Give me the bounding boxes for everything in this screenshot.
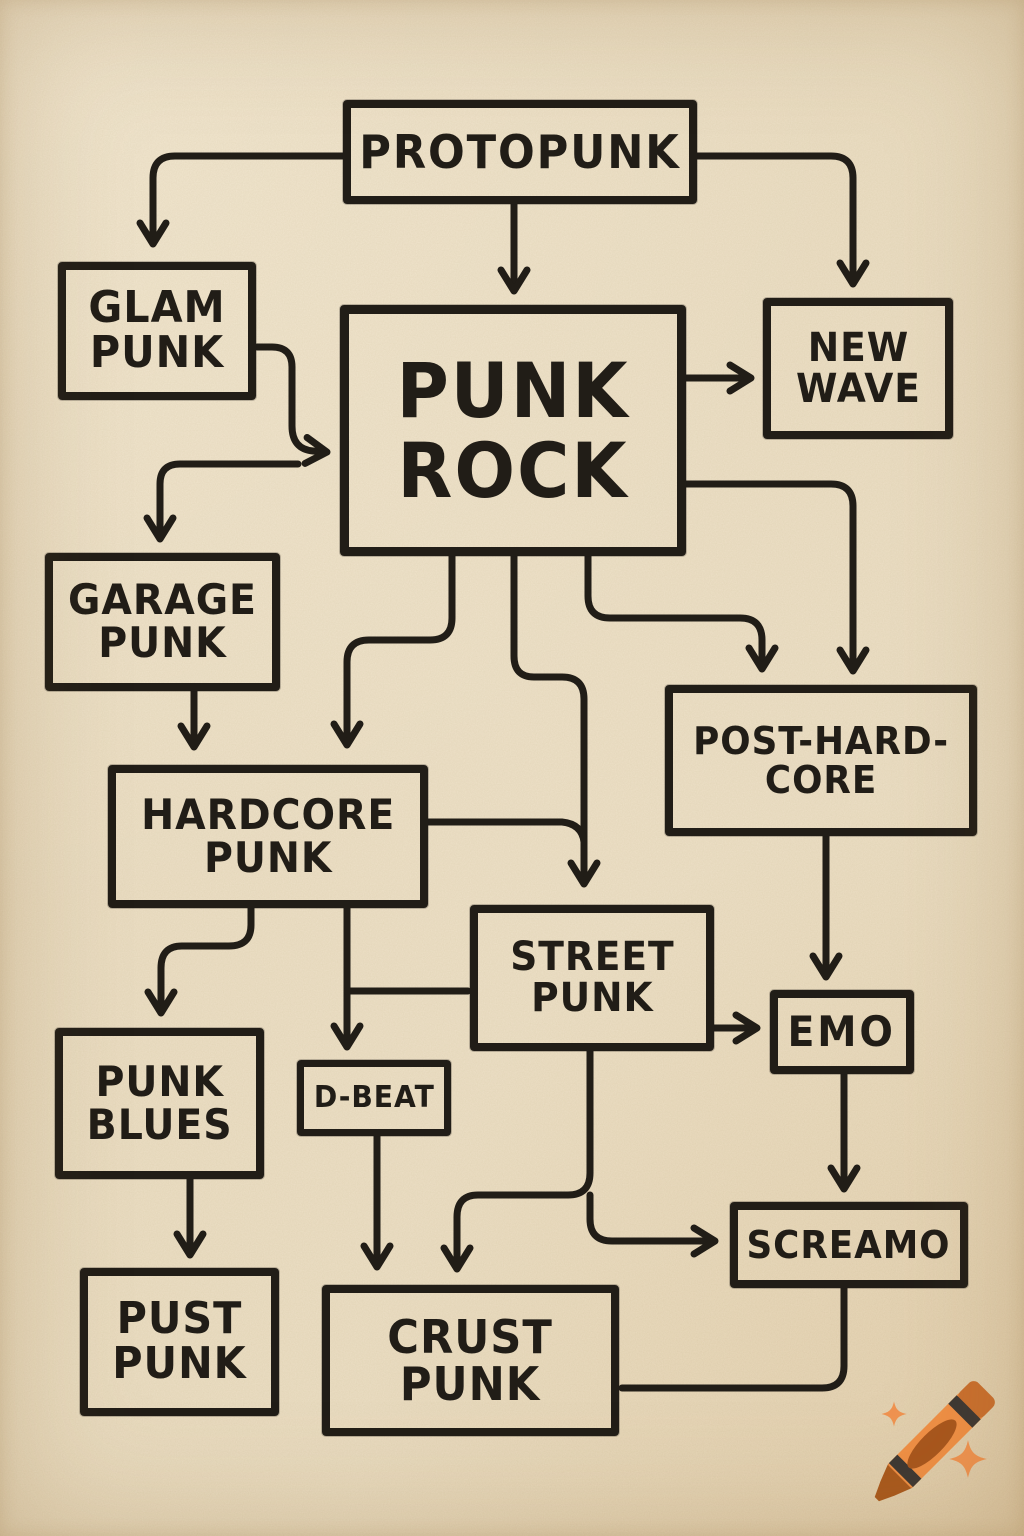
node-pust-punk: PUST PUNK xyxy=(80,1268,279,1416)
edge-street-punk-screamo xyxy=(586,1191,719,1258)
crayon-body xyxy=(888,1393,983,1488)
node-new-wave: NEW WAVE xyxy=(763,298,953,439)
sparkle-icon xyxy=(949,1440,987,1478)
node-glam-punk-label: GLAM PUNK xyxy=(88,282,226,378)
edge-street-punk-crust-punk xyxy=(440,1047,594,1273)
node-crust-punk: CRUST PUNK xyxy=(322,1285,619,1436)
edge-hardcore-punk-punk-blues xyxy=(144,904,255,1017)
node-street-punk-label: STREET PUNK xyxy=(509,934,675,1021)
edge-protopunk-new-wave xyxy=(693,152,870,288)
node-hardcore-punk-label: HARDCORE PUNK xyxy=(140,789,396,882)
node-hardcore-punk: HARDCORE PUNK xyxy=(108,765,428,908)
node-punk-rock-label: PUNK ROCK xyxy=(396,345,630,515)
node-protopunk: PROTOPUNK xyxy=(343,100,697,204)
node-garage-punk-label: GARAGE PUNK xyxy=(68,575,257,667)
node-protopunk-label: PROTOPUNK xyxy=(359,124,681,179)
edge-punk-rock-hardcore-punk xyxy=(330,552,456,749)
node-crust-punk-label: CRUST PUNK xyxy=(387,1309,554,1411)
edge-screamo-crust-punk xyxy=(618,1284,848,1392)
node-d-beat-label: D-BEAT xyxy=(313,1079,435,1115)
node-screamo-label: SCREAMO xyxy=(746,1222,951,1267)
node-punk-blues-label: PUNK BLUES xyxy=(86,1056,233,1149)
crayon-stripe-bottom xyxy=(888,1454,922,1488)
edge-hardcore-punk-street-punk-merge xyxy=(424,818,588,846)
edge-punk-rock-garage-punk xyxy=(143,460,302,543)
node-glam-punk: GLAM PUNK xyxy=(58,262,256,400)
crayon-stripe-top xyxy=(948,1395,981,1428)
node-d-beat: D-BEAT xyxy=(297,1060,451,1136)
node-emo-label: EMO xyxy=(787,1006,897,1056)
crayon-tip xyxy=(874,1463,913,1502)
crayon-end-cap xyxy=(958,1381,995,1418)
edge-punk-rock-street-punk xyxy=(510,552,601,888)
node-pust-punk-label: PUST PUNK xyxy=(112,1293,247,1389)
crayon-label-oval xyxy=(907,1419,957,1469)
node-garage-punk: GARAGE PUNK xyxy=(45,553,280,691)
node-punk-blues: PUNK BLUES xyxy=(55,1028,264,1179)
crayon-icon xyxy=(874,1381,995,1502)
edge-punk-rock-post-hardcore-right xyxy=(682,480,870,675)
node-screamo: SCREAMO xyxy=(730,1202,968,1288)
node-new-wave-label: NEW WAVE xyxy=(795,324,921,412)
edge-glam-punk-punk-rock xyxy=(253,343,331,467)
edge-punk-rock-post-hardcore-left xyxy=(584,552,779,673)
node-street-punk: STREET PUNK xyxy=(470,905,714,1051)
node-emo: EMO xyxy=(770,990,914,1074)
node-post-hardcore-label: POST-HARD- CORE xyxy=(693,718,949,802)
sparkle-icon xyxy=(881,1401,907,1427)
node-punk-rock: PUNK ROCK xyxy=(340,305,686,556)
edge-protopunk-glam-punk xyxy=(136,152,347,248)
node-post-hardcore: POST-HARD- CORE xyxy=(665,685,977,836)
